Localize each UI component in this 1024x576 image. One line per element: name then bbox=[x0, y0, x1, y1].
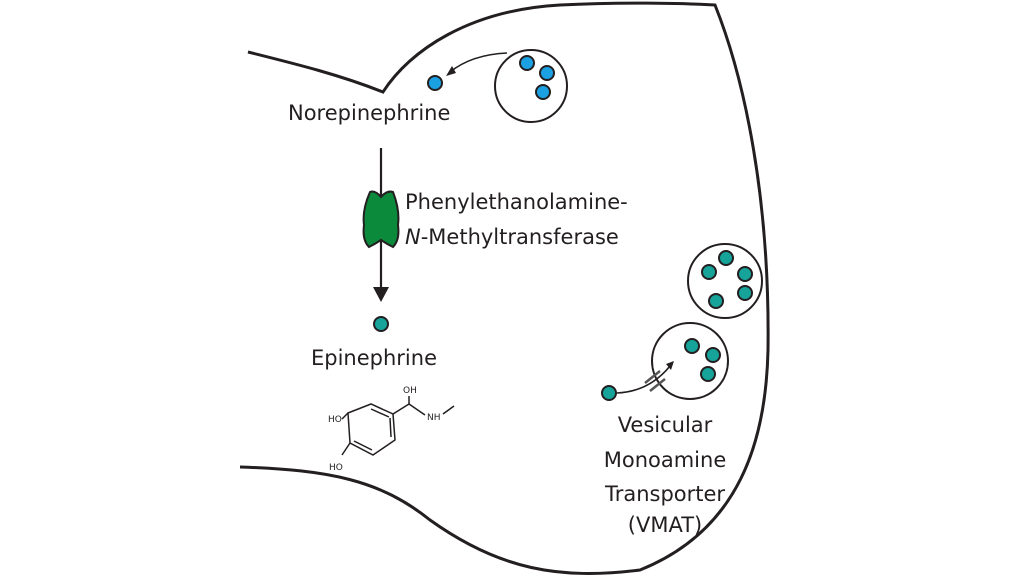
epinephrine-label: Epinephrine bbox=[311, 346, 437, 370]
epinephrine-molecule bbox=[737, 285, 753, 301]
epinephrine-vesicle-filling bbox=[651, 322, 729, 400]
epinephrine-molecule bbox=[737, 266, 753, 282]
epinephrine-structure bbox=[341, 396, 455, 456]
structure-ho-lower-label: HO bbox=[329, 463, 343, 473]
epinephrine-molecule bbox=[708, 293, 724, 309]
epinephrine-molecule bbox=[701, 264, 717, 280]
norepinephrine-label: Norepinephrine bbox=[288, 101, 450, 125]
vmat-label-line2: Monoamine bbox=[604, 448, 727, 472]
free-norepinephrine-molecule bbox=[427, 75, 443, 91]
enzyme-label-line1: Phenylethanolamine- bbox=[405, 190, 628, 214]
norepinephrine-molecule bbox=[535, 84, 551, 100]
structure-oh-label: OH bbox=[403, 386, 417, 396]
cell-membrane bbox=[239, 1, 770, 575]
release-arrow bbox=[449, 52, 508, 73]
conversion-arrowhead bbox=[373, 287, 389, 302]
structure-ho-upper-label: HO bbox=[328, 415, 342, 425]
vmat-transporter bbox=[644, 370, 666, 392]
vmat-label-line1: Vesicular bbox=[618, 413, 713, 437]
vmat-transport-arrowhead bbox=[666, 361, 674, 370]
epinephrine-molecule bbox=[705, 347, 721, 363]
norepinephrine-molecule bbox=[539, 65, 555, 81]
structure-nh-label: NH bbox=[427, 413, 441, 423]
norepinephrine-molecule bbox=[519, 55, 535, 71]
vmat-transport-arrow bbox=[616, 365, 671, 394]
cytosolic-epinephrine-molecule bbox=[601, 385, 617, 401]
vmat-label-line4: (VMAT) bbox=[628, 513, 702, 537]
epinephrine-vesicle-full bbox=[687, 243, 763, 319]
epinephrine-molecule bbox=[700, 366, 716, 382]
epinephrine-molecule bbox=[373, 316, 389, 332]
enzyme-pnmt-shape bbox=[362, 190, 400, 249]
epinephrine-molecule bbox=[718, 250, 734, 266]
release-arrowhead bbox=[446, 66, 456, 76]
vmat-label-line3: Transporter bbox=[604, 482, 725, 506]
epinephrine-molecule bbox=[684, 338, 700, 354]
norepinephrine-vesicle bbox=[494, 49, 568, 123]
enzyme-label-line2: N-Methyltransferase bbox=[405, 225, 619, 249]
